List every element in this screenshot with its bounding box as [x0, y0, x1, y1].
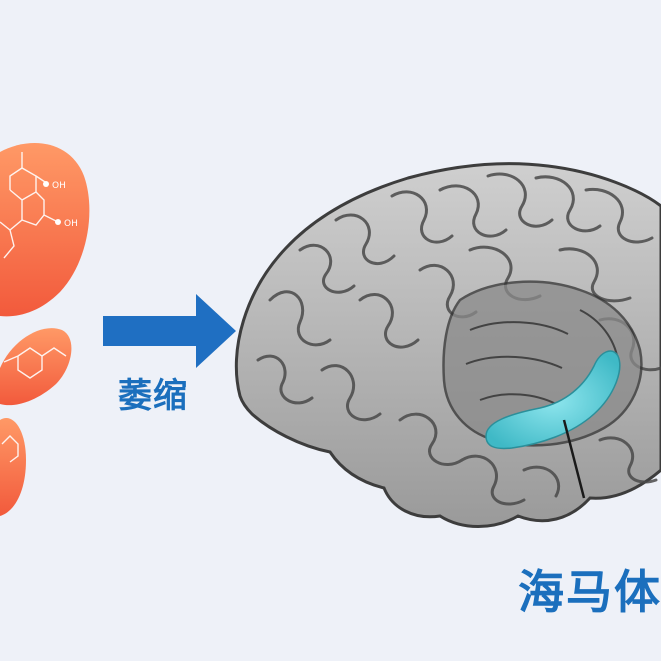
- atrophy-label: 萎缩: [118, 376, 188, 416]
- organ-top-lobe: [0, 143, 90, 317]
- hippocampus-highlight: [485, 350, 621, 450]
- cortisol-structure-icon: [0, 152, 67, 463]
- oh-label-middle: OH: [64, 219, 78, 229]
- organ-bottom-lobe: [0, 417, 26, 516]
- right-arrow-icon: [103, 294, 236, 368]
- hippocampus-pointer-line: [562, 419, 586, 499]
- adrenal-gland-illustration: OH OH: [0, 143, 90, 516]
- oh-label-top: OH: [52, 181, 66, 191]
- brain-illustration: [234, 162, 661, 528]
- hydroxyl-markers: [43, 181, 61, 225]
- hippocampus-label: 海马体: [518, 565, 661, 619]
- organ-middle-lobe: [0, 328, 72, 406]
